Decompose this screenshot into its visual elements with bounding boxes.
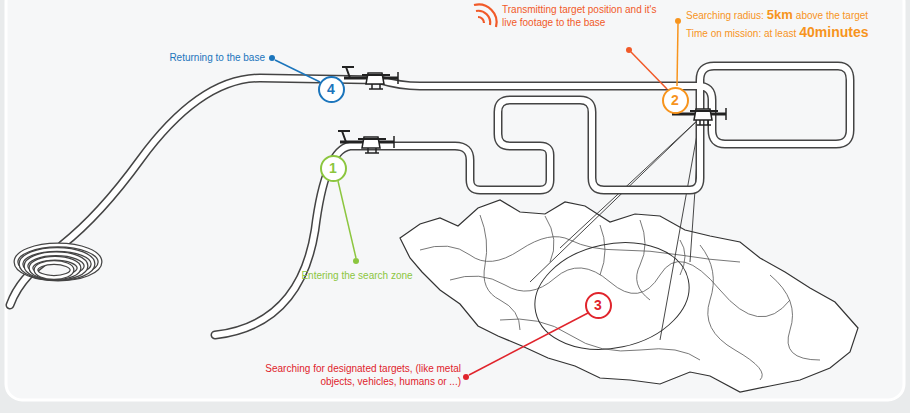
callout-circle: 3 [585, 292, 612, 319]
callout-number: 1 [329, 161, 337, 175]
mission-spec: Searching radius:5kmabove the target [686, 7, 868, 22]
callout-circle: 1 [320, 155, 347, 182]
leader-lines [269, 18, 681, 380]
callout-label: Time on mission: at least [686, 28, 796, 39]
callout-number: 3 [594, 298, 602, 312]
callout-number: 4 [327, 82, 335, 96]
camera-cone [530, 118, 700, 340]
callout-circle: 2 [662, 87, 689, 114]
callout-label: 40minutes [799, 24, 868, 40]
callout-label: above the target [796, 10, 868, 21]
mission-spec: Time on mission: at least40minutes [686, 24, 868, 40]
callout-label: 5km [767, 7, 793, 22]
signal-arcs [474, 4, 497, 27]
drone [338, 131, 394, 153]
callout-label: Entering the search zone [301, 269, 412, 282]
callout-label: Searching radius: [686, 10, 764, 21]
callout-label: Searching for designated targets, (like … [246, 362, 461, 388]
callout-number: 2 [671, 93, 679, 107]
flight-path [10, 66, 850, 335]
callout-label: Returning to the base [169, 51, 265, 64]
drone [342, 67, 398, 89]
callout-label: Transmitting target position and it's li… [502, 3, 662, 29]
callout-circle: 4 [318, 76, 345, 103]
terrain-map [400, 200, 858, 392]
